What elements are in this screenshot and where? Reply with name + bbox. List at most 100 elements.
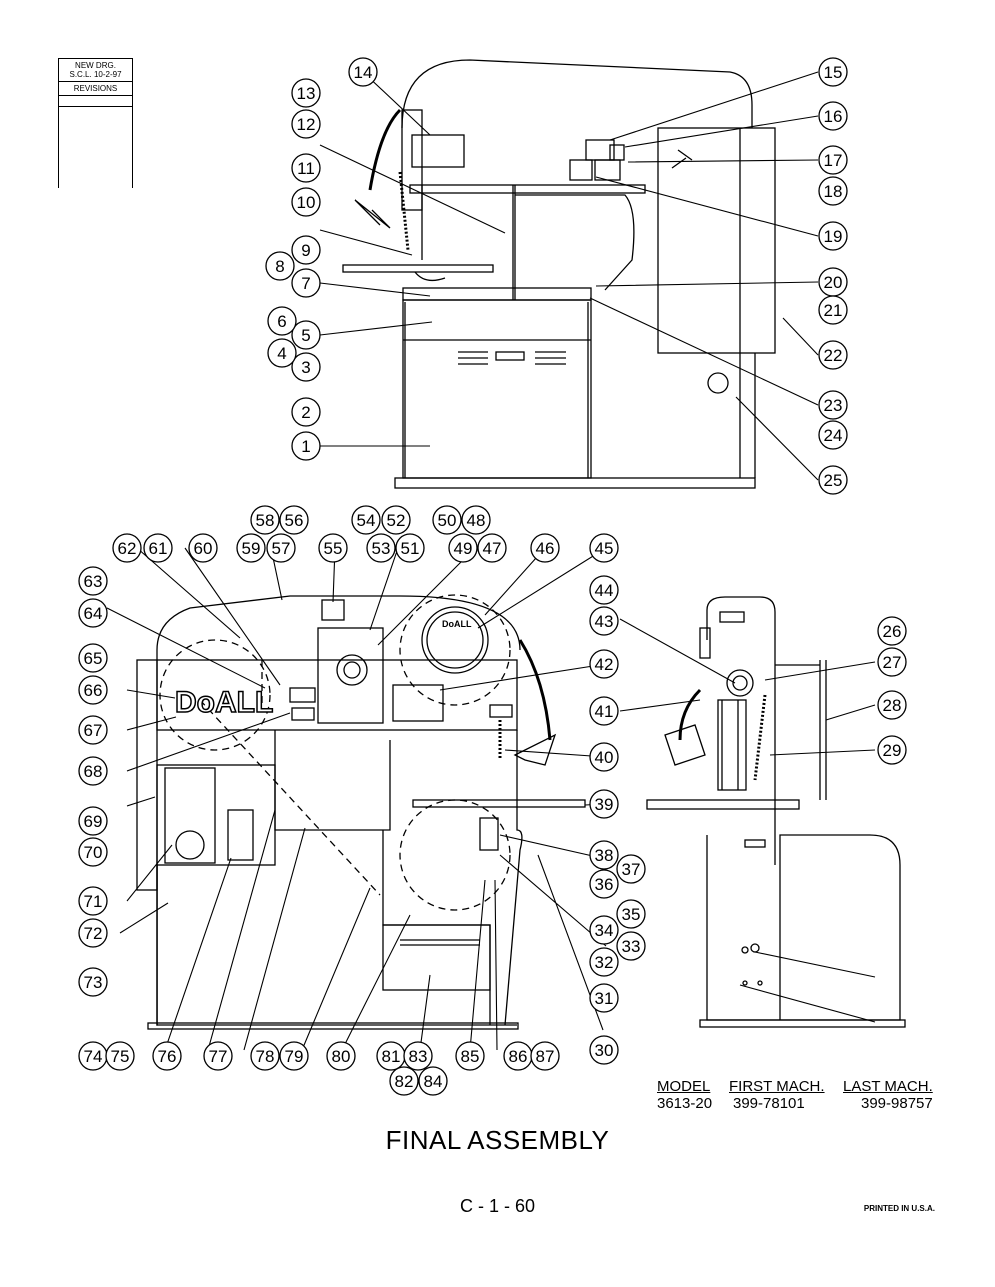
callout-balloon	[291, 320, 321, 350]
callout-number: 61	[149, 539, 168, 558]
callout-number: 58	[256, 511, 275, 530]
model-table: MODEL FIRST MACH. LAST MACH. 3613-20 399…	[657, 1078, 971, 1112]
callout-number: 64	[84, 604, 103, 623]
callout-balloon	[78, 566, 108, 596]
callout-balloon	[818, 420, 848, 450]
callout-balloon	[589, 742, 619, 772]
callout-balloon	[589, 1035, 619, 1065]
callout-balloon	[279, 505, 309, 535]
callout-number: 16	[824, 107, 843, 126]
doall-logo-small: DoALL	[442, 619, 472, 629]
callout-balloon	[381, 505, 411, 535]
callout-number: 21	[824, 301, 843, 320]
revision-block: NEW DRG. S.C.L. 10-2-97 REVISIONS	[58, 58, 133, 188]
callout-number: 41	[595, 702, 614, 721]
callout-number: 77	[209, 1047, 228, 1066]
machine-front-view	[136, 594, 586, 1030]
callout-balloon	[589, 869, 619, 899]
callout-number: 81	[382, 1047, 401, 1066]
callout-number: 65	[84, 649, 103, 668]
machine-side-view	[646, 596, 906, 1028]
callout-balloon	[616, 931, 646, 961]
callout-balloon	[366, 533, 396, 563]
callout-number: 12	[297, 115, 316, 134]
callout-balloon	[877, 690, 907, 720]
callout-number: 80	[332, 1047, 351, 1066]
callout-number: 74	[84, 1047, 103, 1066]
callout-balloon	[78, 837, 108, 867]
callout-balloon	[236, 533, 266, 563]
callout-balloon	[78, 643, 108, 673]
callout-balloon	[266, 533, 296, 563]
callout-balloon	[291, 187, 321, 217]
drawing-title: FINAL ASSEMBLY	[385, 1125, 610, 1155]
callout-number: 29	[883, 741, 902, 760]
callout-balloon	[818, 57, 848, 87]
callout-balloon	[291, 352, 321, 382]
callout-balloon	[78, 886, 108, 916]
callout-number: 78	[256, 1047, 275, 1066]
machine-top-view	[342, 59, 776, 489]
callout-number: 57	[272, 539, 291, 558]
callout-balloon	[461, 505, 491, 535]
callout-balloon	[203, 1041, 233, 1071]
callout-number: 18	[824, 182, 843, 201]
callout-number: 83	[409, 1047, 428, 1066]
callout-balloon	[267, 338, 297, 368]
callout-number: 34	[595, 921, 614, 940]
callout-balloon	[589, 575, 619, 605]
callout-number: 31	[595, 989, 614, 1008]
callout-number: 87	[536, 1047, 555, 1066]
callout-balloon	[112, 533, 142, 563]
callout-number: 14	[354, 63, 373, 82]
callout-balloon	[530, 533, 560, 563]
callout-number: 84	[424, 1072, 443, 1091]
callout-balloon	[78, 715, 108, 745]
callout-number: 38	[595, 846, 614, 865]
callout-number: 36	[595, 875, 614, 894]
callout-balloon	[389, 1066, 419, 1096]
callout-number: 33	[622, 937, 641, 956]
callout-number: 28	[883, 696, 902, 715]
callout-number: 52	[387, 511, 406, 530]
callout-number: 26	[883, 622, 902, 641]
first-mach-header: FIRST MACH.	[729, 1078, 825, 1095]
callout-balloon	[589, 533, 619, 563]
callout-balloon	[143, 533, 173, 563]
callout-number: 44	[595, 581, 614, 600]
callout-number: 50	[438, 511, 457, 530]
revision-spacer	[59, 96, 132, 107]
callout-number: 42	[595, 655, 614, 674]
callout-balloon	[589, 606, 619, 636]
callout-balloon	[589, 649, 619, 679]
callout-number: 45	[595, 539, 614, 558]
callout-balloon	[348, 57, 378, 87]
callout-number: 68	[84, 762, 103, 781]
callout-number: 40	[595, 748, 614, 767]
doall-logo-large: DoALL	[175, 686, 273, 719]
callout-balloon	[291, 397, 321, 427]
callout-balloon	[589, 840, 619, 870]
callout-number: 75	[111, 1047, 130, 1066]
callout-number: 86	[509, 1047, 528, 1066]
callout-number: 47	[483, 539, 502, 558]
callout-balloon	[432, 505, 462, 535]
callout-balloon	[291, 431, 321, 461]
callout-balloon	[78, 967, 108, 997]
callout-balloon	[589, 947, 619, 977]
callout-number: 35	[622, 905, 641, 924]
callout-number: 67	[84, 721, 103, 740]
callout-number: 62	[118, 539, 137, 558]
callout-number: 49	[454, 539, 473, 558]
callout-balloon	[418, 1066, 448, 1096]
callout-balloon	[818, 221, 848, 251]
callout-number: 19	[824, 227, 843, 246]
callout-number: 82	[395, 1072, 414, 1091]
callout-number: 71	[84, 892, 103, 911]
callout-balloon	[877, 735, 907, 765]
callout-number: 4	[277, 344, 286, 363]
callout-number: 23	[824, 396, 843, 415]
callout-number: 76	[158, 1047, 177, 1066]
callout-balloon	[291, 78, 321, 108]
